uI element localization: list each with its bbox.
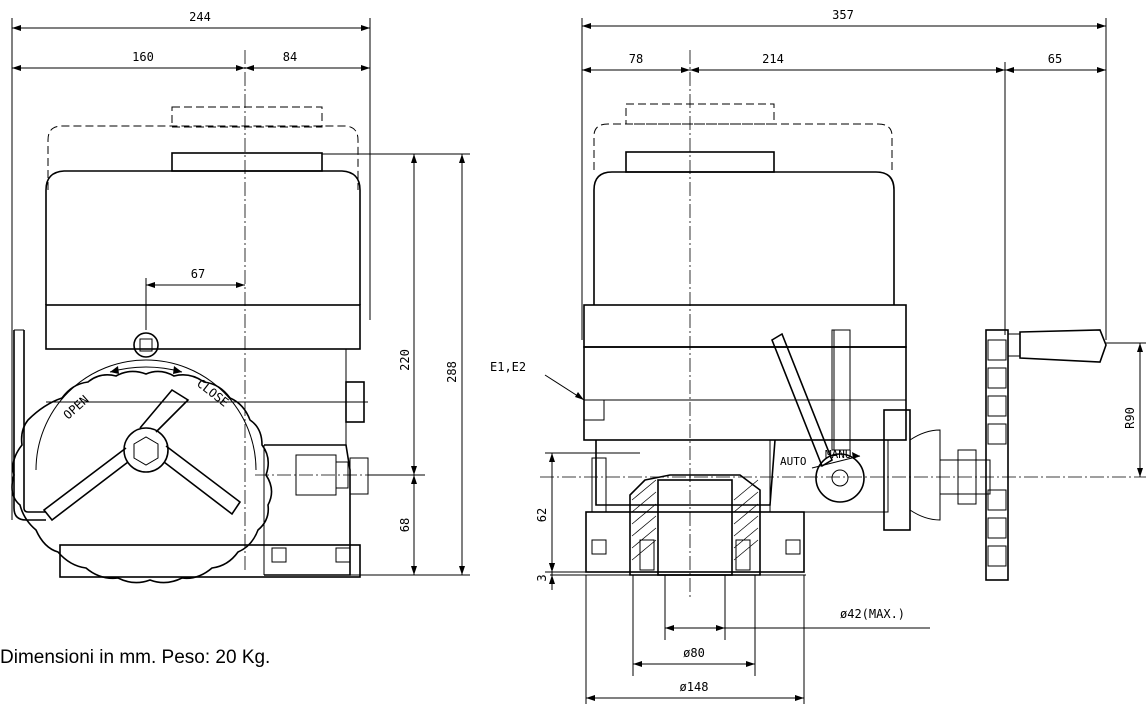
label-auto: AUTO <box>780 455 807 468</box>
dimensions-note: Dimensioni in mm. Peso: 20 Kg. <box>0 647 271 668</box>
front-view: 244 160 84 <box>11 10 470 584</box>
dim-overall-length: 357 <box>832 8 854 22</box>
dim-radius: R90 <box>1123 407 1137 429</box>
side-view: 357 78 214 65 E1,E2 <box>490 8 1146 704</box>
label-conduit: E1,E2 <box>490 360 526 374</box>
dim-total-height: 288 <box>445 361 459 383</box>
dim-bore: ø80 <box>683 646 705 660</box>
dim-flange-dia: ø148 <box>680 680 709 694</box>
dim-overall-width: 244 <box>189 10 211 24</box>
dim-body-height: 220 <box>398 349 412 371</box>
dim-base-height: 68 <box>398 518 412 532</box>
dim-handwheel-offset: 67 <box>191 267 205 281</box>
dim-left-width: 160 <box>132 50 154 64</box>
dim-right-width: 84 <box>283 50 297 64</box>
dim-flange-height: 62 <box>535 508 549 522</box>
dim-bore-max: ø42(MAX.) <box>840 607 905 621</box>
dim-middle: 214 <box>762 52 784 66</box>
label-open: OPEN <box>61 392 92 422</box>
dim-left: 78 <box>629 52 643 66</box>
label-manu: MANU <box>825 448 852 461</box>
dim-spigot: 3 <box>535 574 549 581</box>
dim-right: 65 <box>1048 52 1062 66</box>
